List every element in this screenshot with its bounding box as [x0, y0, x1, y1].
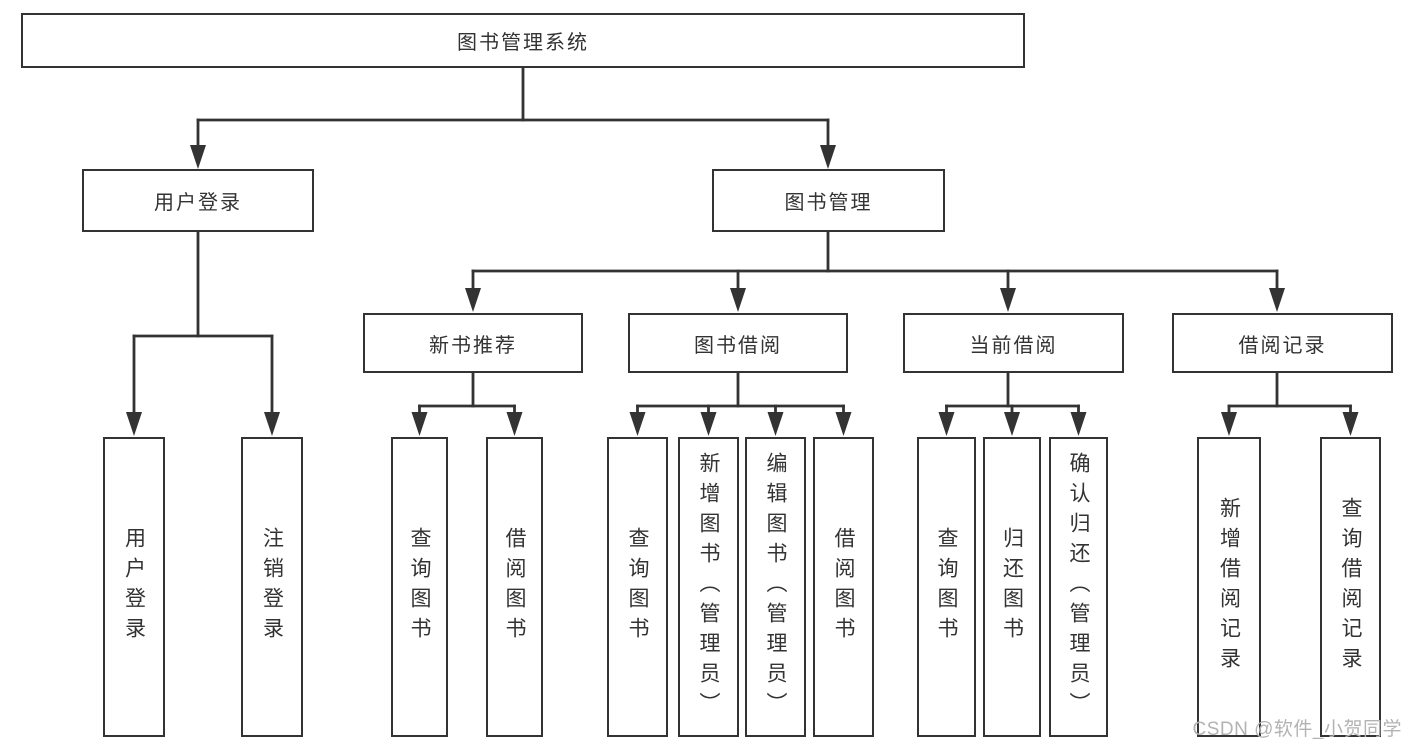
- leaf-add-borrow-record: 新增借阅记录: [1197, 437, 1261, 737]
- node-label: 图书借阅: [694, 334, 782, 357]
- leaf-query-books-borrowing: 查询图书: [607, 437, 668, 737]
- node-label: 编辑图书（管理员）: [764, 452, 787, 722]
- node-label: 新增借阅记录: [1217, 497, 1241, 677]
- node-label: 注销登录: [260, 527, 284, 647]
- node-label: 新增图书（管理员）: [697, 452, 720, 722]
- node-label: 查询图书: [408, 527, 431, 647]
- node-label: 用户登录: [154, 192, 242, 214]
- leaf-logout: 注销登录: [241, 437, 303, 737]
- node-new-book-recommend: 新书推荐: [363, 313, 583, 373]
- csdn-watermark: CSDN @软件_小贺同学: [1192, 719, 1402, 740]
- node-user-login: 用户登录: [82, 169, 314, 232]
- leaf-add-book-admin: 新增图书（管理员）: [678, 437, 739, 737]
- node-label: 借阅图书: [503, 527, 526, 647]
- node-label: 借阅图书: [832, 527, 855, 647]
- node-label: 查询借阅记录: [1339, 497, 1362, 677]
- node-book-management: 图书管理: [712, 169, 945, 232]
- leaf-borrow-books-borrowing: 借阅图书: [813, 437, 874, 737]
- leaf-user-login: 用户登录: [103, 437, 165, 737]
- node-label: 图书管理: [784, 192, 873, 214]
- leaf-confirm-return-admin: 确认归还（管理员）: [1049, 437, 1108, 737]
- node-label: 借阅记录: [1238, 334, 1327, 357]
- node-label: 新书推荐: [429, 334, 517, 357]
- leaf-query-books-recommend: 查询图书: [391, 437, 448, 737]
- leaf-borrow-books-recommend: 借阅图书: [486, 437, 543, 737]
- node-borrowing-records: 借阅记录: [1172, 313, 1393, 373]
- node-current-borrowing: 当前借阅: [903, 313, 1124, 373]
- node-label: 确认归还（管理员）: [1067, 452, 1090, 722]
- leaf-query-books-current: 查询图书: [917, 437, 976, 737]
- node-label: 归还图书: [1000, 527, 1024, 647]
- node-label: 用户登录: [122, 527, 146, 647]
- node-label: 图书管理系统: [457, 32, 589, 54]
- node-label: 当前借阅: [969, 334, 1058, 357]
- node-label: 查询图书: [935, 527, 958, 647]
- leaf-edit-book-admin: 编辑图书（管理员）: [745, 437, 806, 737]
- leaf-return-book: 归还图书: [983, 437, 1041, 737]
- node-book-borrowing: 图书借阅: [628, 313, 848, 373]
- leaf-query-borrow-record: 查询借阅记录: [1320, 437, 1381, 737]
- node-library-management-system: 图书管理系统: [21, 13, 1025, 68]
- node-label: 查询图书: [626, 527, 649, 647]
